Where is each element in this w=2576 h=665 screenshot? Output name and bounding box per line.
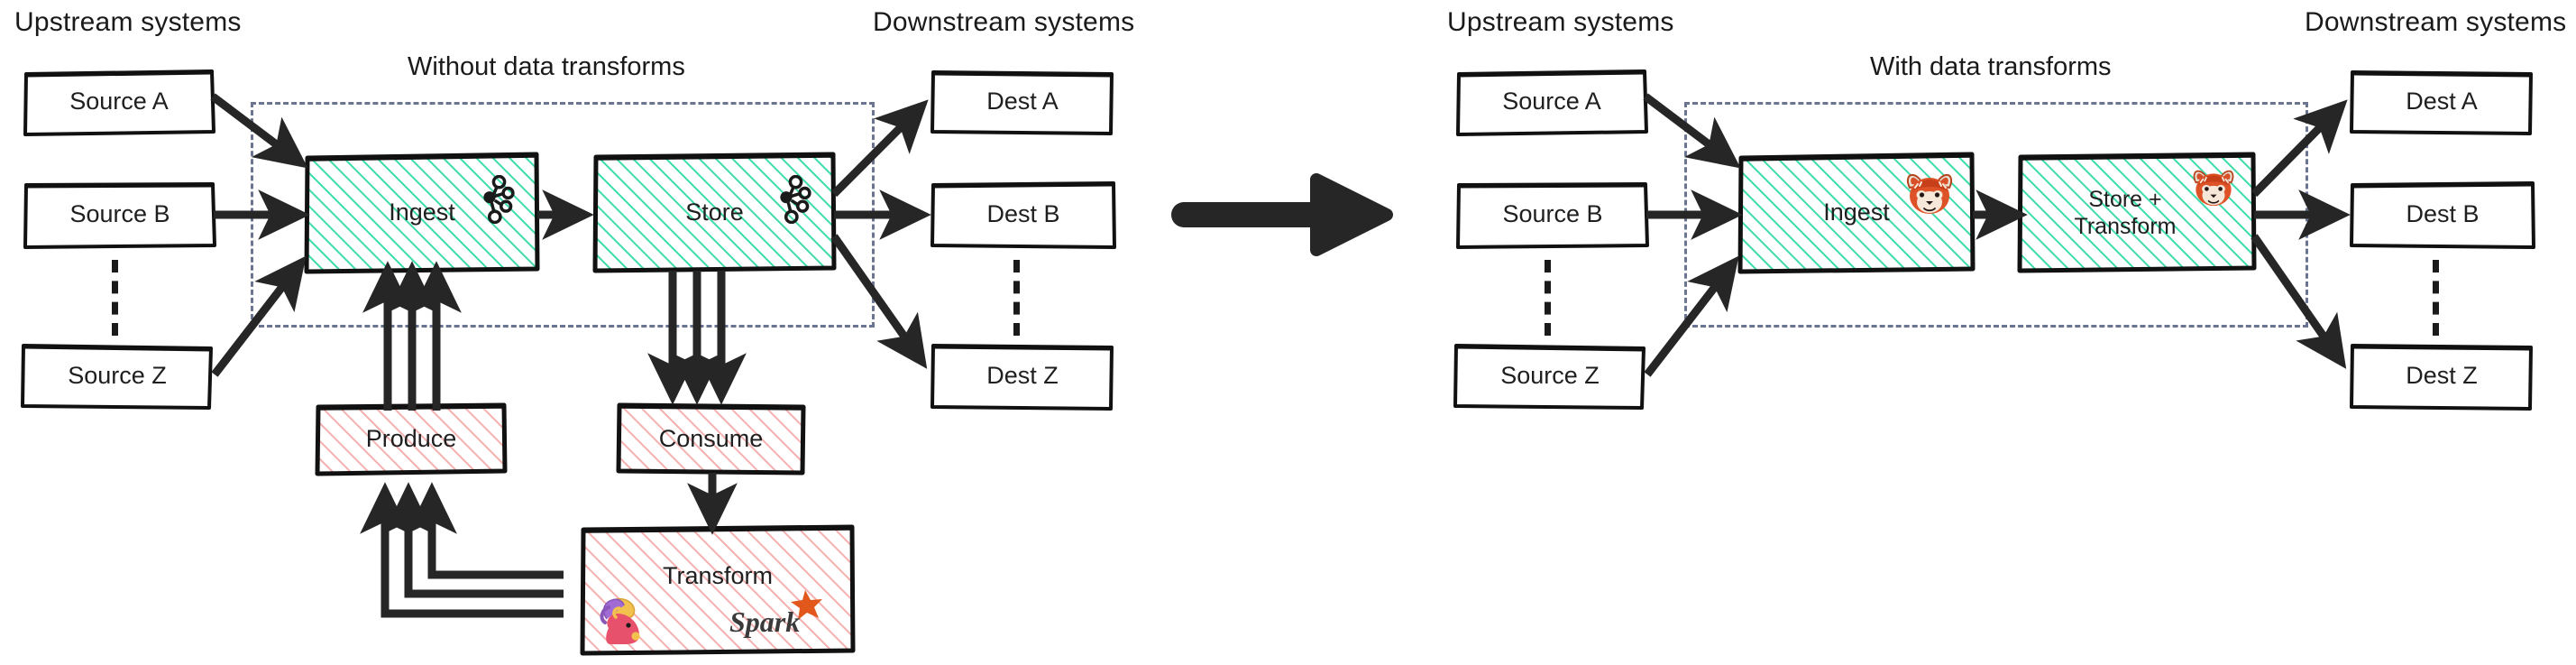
kafka-icon	[780, 175, 811, 224]
spark-icon: Spark	[729, 590, 822, 638]
node-consume[interactable]: Consume	[616, 402, 806, 476]
node-dest-z-right[interactable]: Dest Z	[2350, 344, 2533, 411]
node-outline	[2350, 344, 2533, 411]
node-dest-a-right[interactable]: Dest A	[2350, 70, 2533, 135]
flink-squirrel-icon	[600, 597, 640, 644]
node-outline	[315, 402, 508, 476]
node-source-b[interactable]: Source B	[23, 182, 216, 249]
right-downstream-label: Downstream systems	[2305, 7, 2567, 37]
node-store-transform-right[interactable]: Store + Transform	[2017, 152, 2257, 273]
redpanda-icon	[2193, 170, 2234, 207]
node-r-source-a[interactable]: Source A	[1456, 69, 1648, 136]
arrow-transform-to-produce-2	[383, 482, 564, 598]
spark-wordmark: Spark	[729, 605, 800, 638]
redpanda-icon	[1906, 173, 1953, 214]
left-dest-ellipsis	[1013, 260, 1020, 336]
left-upstream-label: Upstream systems	[14, 7, 242, 37]
transition-arrow-head	[1310, 173, 1393, 256]
node-outline	[2350, 70, 2533, 135]
node-outline	[23, 182, 216, 249]
node-ingest-left[interactable]: Ingest	[304, 152, 540, 274]
node-produce[interactable]: Produce	[315, 402, 508, 476]
node-dest-b-right[interactable]: Dest B	[2350, 181, 2535, 249]
node-transform[interactable]: Transform Spark	[580, 524, 856, 656]
right-upstream-label: Upstream systems	[1447, 7, 1674, 37]
node-outline	[930, 344, 1114, 411]
node-outline	[930, 181, 1116, 249]
right-source-ellipsis	[1545, 260, 1551, 336]
node-store-left[interactable]: Store	[592, 152, 837, 273]
node-outline	[23, 69, 215, 136]
node-dest-a-left[interactable]: Dest A	[930, 70, 1114, 135]
node-outline	[1456, 182, 1649, 249]
right-panel-title: With data transforms	[1870, 52, 2112, 81]
kafka-icon	[483, 175, 515, 224]
node-outline	[1456, 69, 1648, 136]
node-outline	[2350, 181, 2535, 249]
node-outline	[930, 70, 1114, 135]
node-source-a[interactable]: Source A	[23, 69, 215, 136]
left-downstream-label: Downstream systems	[873, 7, 1135, 37]
left-source-ellipsis	[112, 260, 118, 336]
arrow-transform-to-produce-1	[360, 482, 564, 618]
left-panel-title: Without data transforms	[408, 52, 685, 81]
node-ingest-right[interactable]: Ingest	[1737, 152, 1976, 274]
node-outline	[616, 402, 806, 476]
node-r-source-z[interactable]: Source Z	[1453, 344, 1646, 410]
arrow-transform-to-produce-3	[407, 482, 564, 579]
node-dest-b-left[interactable]: Dest B	[930, 181, 1116, 249]
node-outline	[21, 344, 213, 410]
right-dest-ellipsis	[2433, 260, 2439, 336]
node-dest-z-left[interactable]: Dest Z	[930, 344, 1114, 411]
node-outline	[1453, 344, 1646, 410]
node-r-source-b[interactable]: Source B	[1456, 182, 1649, 249]
node-source-z[interactable]: Source Z	[21, 344, 213, 410]
